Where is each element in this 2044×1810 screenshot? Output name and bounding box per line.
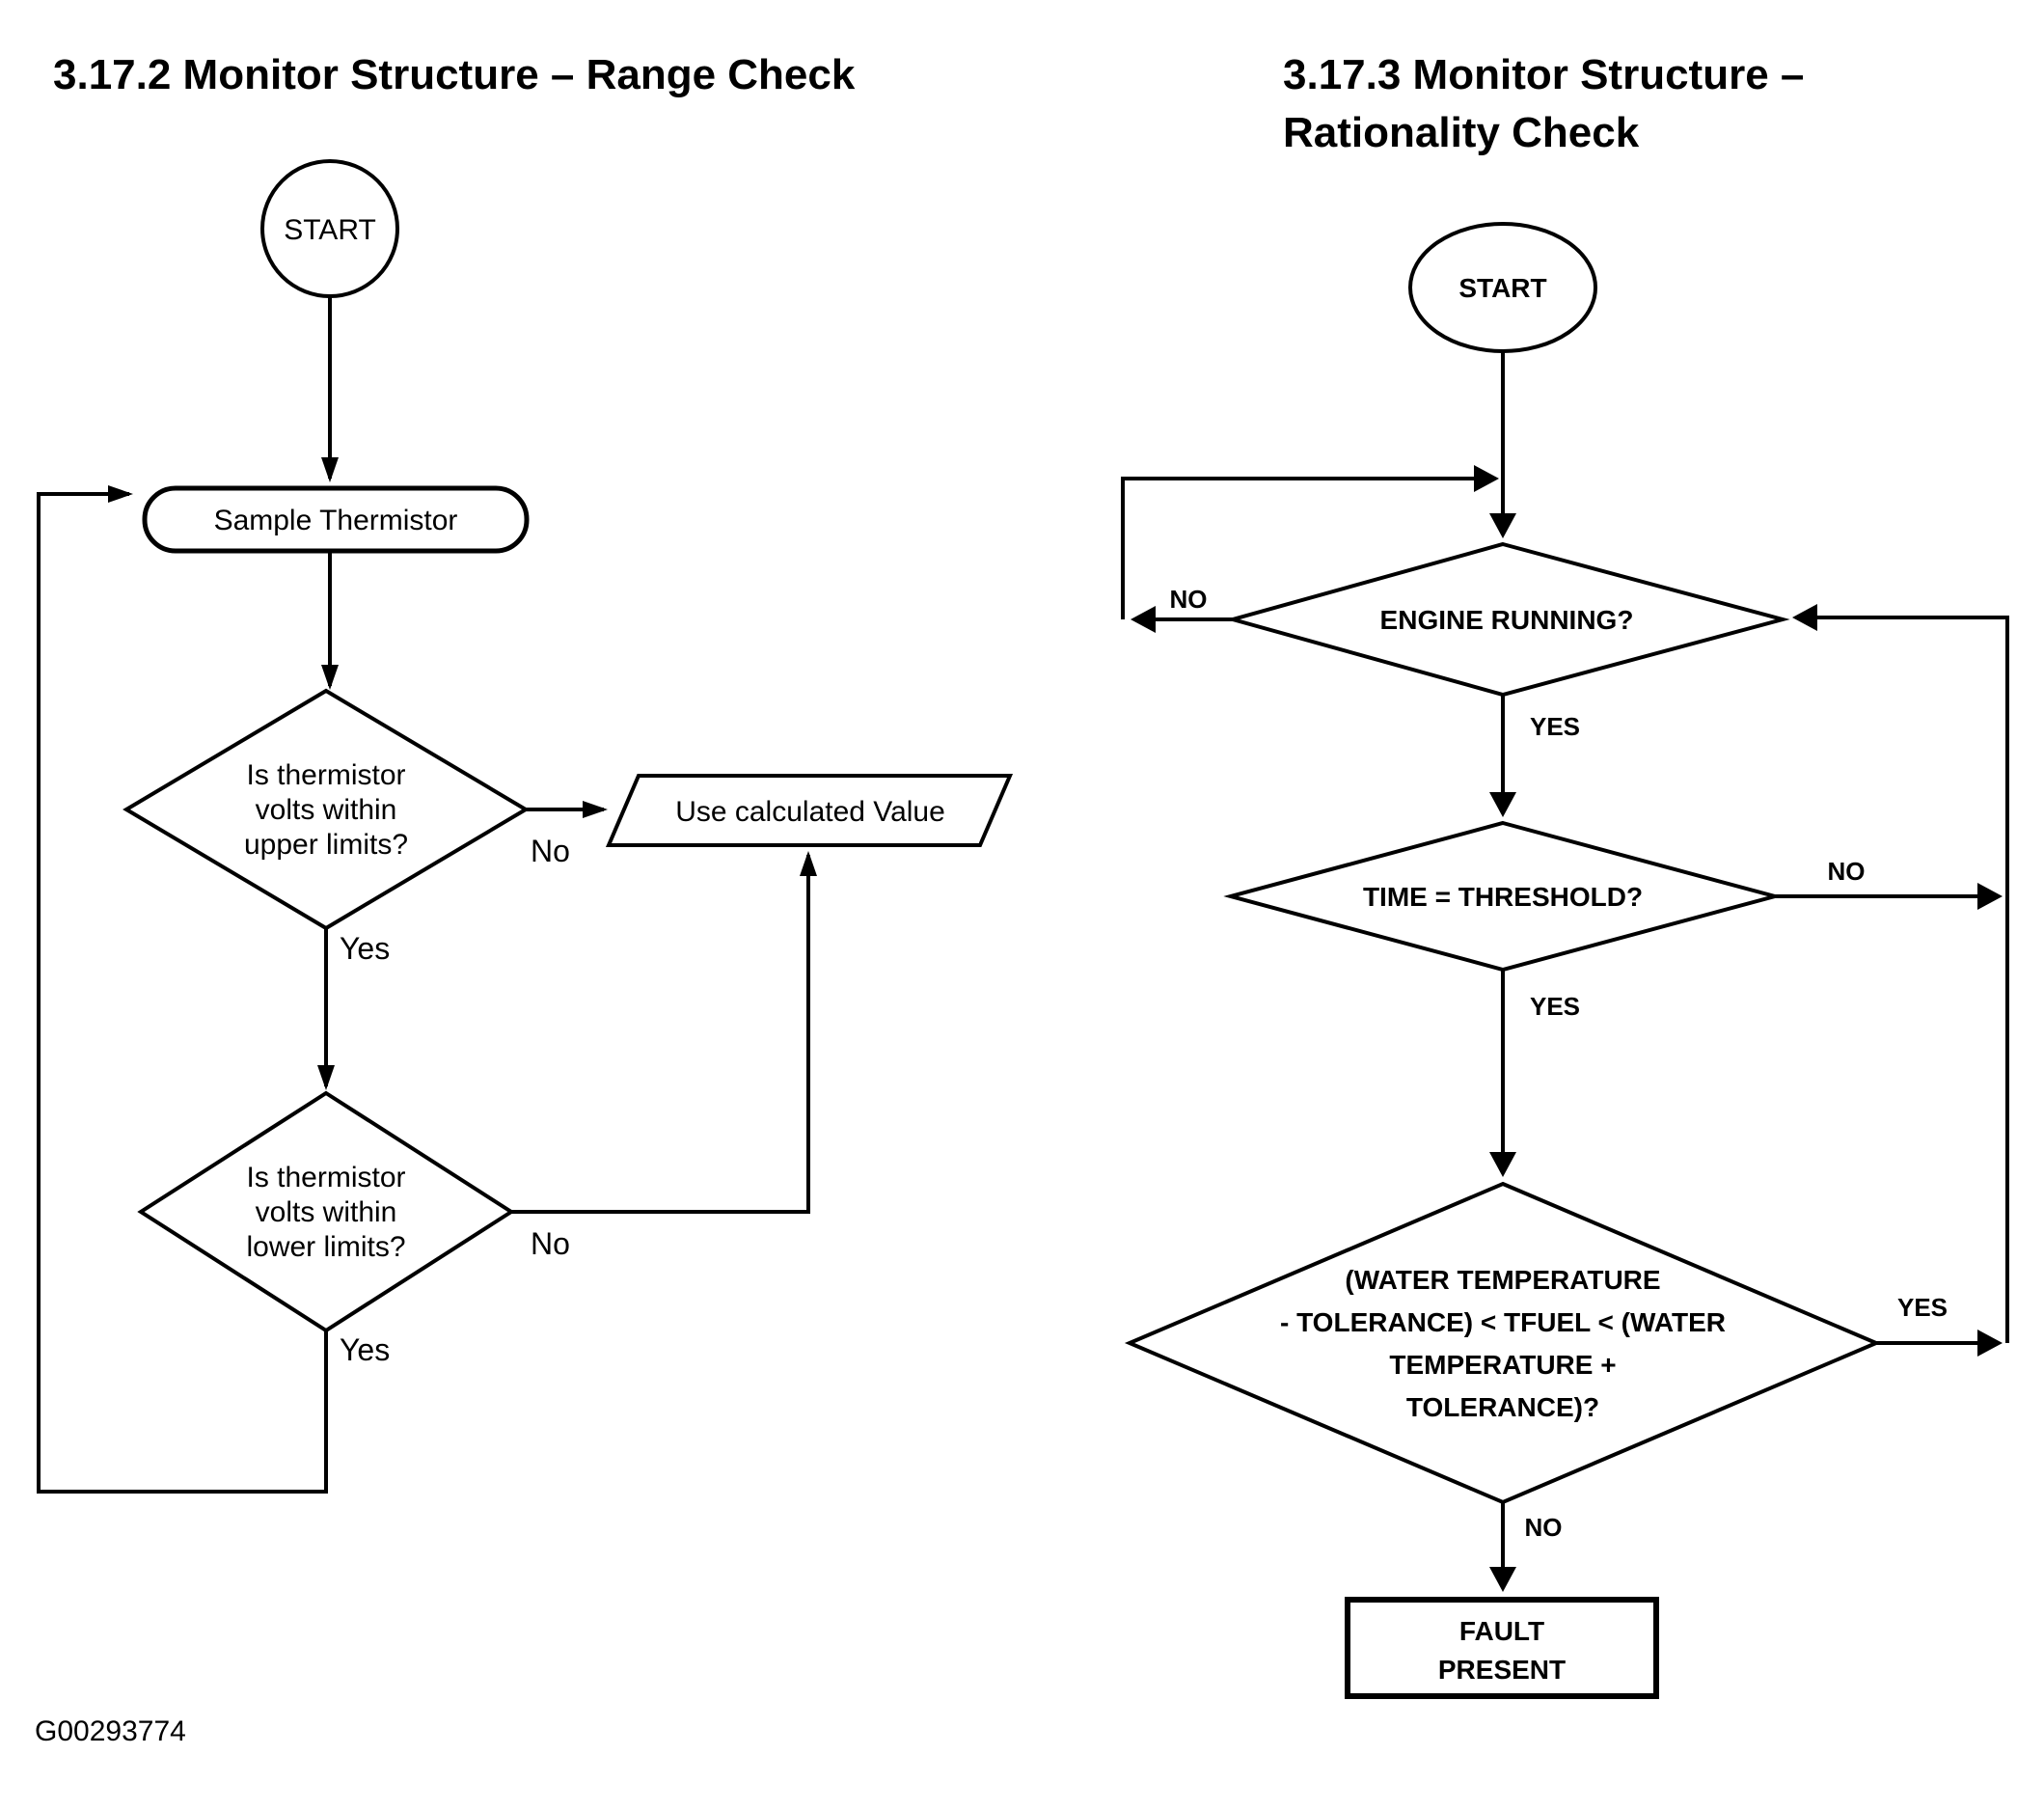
upper-limits-line1: Is thermistor — [246, 759, 405, 791]
engine-running-decision — [1225, 541, 1790, 698]
engine-yes-label: YES — [1530, 712, 1580, 741]
upper-limits-decision — [123, 688, 530, 931]
engine-no-label: NO — [1170, 585, 1208, 614]
arrow-rail-to-engine-decision — [1792, 604, 2009, 1343]
arrow-lower-no-to-output — [511, 851, 817, 1214]
lower-no-label: No — [531, 1226, 570, 1261]
water-temp-line1: (WATER TEMPERATURE — [1345, 1265, 1660, 1295]
rationality-start-terminator — [1408, 222, 1597, 353]
fault-present-line2: PRESENT — [1438, 1655, 1566, 1685]
water-temp-tolerance-decision — [1124, 1181, 1882, 1505]
upper-no-label: No — [531, 834, 570, 868]
rationality-check-title-line2: Rationality Check — [1283, 109, 1640, 156]
range-check-flowchart: 3.17.2 Monitor Structure – Range Check S… — [37, 51, 1014, 1494]
water-temp-no-label: NO — [1525, 1513, 1563, 1542]
time-threshold-decision — [1223, 820, 1783, 973]
range-start-terminator — [260, 159, 399, 298]
engine-running-label: ENGINE RUNNING? — [1380, 605, 1634, 635]
rationality-start-label: START — [1458, 273, 1546, 303]
upper-limits-line3: upper limits? — [244, 829, 408, 861]
time-yes-label: YES — [1530, 992, 1580, 1021]
lower-yes-label: Yes — [340, 1332, 390, 1367]
fault-present-line1: FAULT — [1459, 1616, 1544, 1646]
time-threshold-label: TIME = THRESHOLD? — [1363, 882, 1643, 912]
fault-present-box — [1345, 1597, 1659, 1699]
figure-id: G00293774 — [35, 1715, 186, 1747]
rationality-check-flowchart: 3.17.3 Monitor Structure – Rationality C… — [1121, 51, 2009, 1699]
arrow-engine-no-loop-return — [1121, 465, 1499, 619]
arrow-lower-yes-loop-to-sample — [37, 485, 328, 1494]
upper-limits-line2: volts within — [256, 794, 397, 826]
time-no-label: NO — [1828, 857, 1866, 886]
lower-limits-line2: volts within — [256, 1196, 397, 1228]
sample-thermistor-process — [142, 485, 530, 554]
use-calculated-value-label: Use calculated Value — [675, 796, 945, 828]
water-temp-yes-label: YES — [1897, 1293, 1948, 1322]
sample-thermistor-label: Sample Thermistor — [214, 505, 458, 536]
rationality-check-title-line1: 3.17.3 Monitor Structure – — [1283, 51, 1804, 98]
lower-limits-line3: lower limits? — [246, 1231, 405, 1263]
range-start-label: START — [284, 214, 376, 246]
water-temp-line2: - TOLERANCE) < TFUEL < (WATER — [1280, 1307, 1726, 1337]
lower-limits-decision — [137, 1090, 515, 1333]
water-temp-line3: TEMPERATURE + — [1389, 1350, 1616, 1380]
use-calculated-value-output — [605, 774, 1014, 847]
range-check-title: 3.17.2 Monitor Structure – Range Check — [53, 51, 856, 98]
lower-limits-line1: Is thermistor — [246, 1162, 405, 1193]
upper-yes-label: Yes — [340, 931, 390, 966]
water-temp-line4: TOLERANCE)? — [1406, 1392, 1599, 1422]
